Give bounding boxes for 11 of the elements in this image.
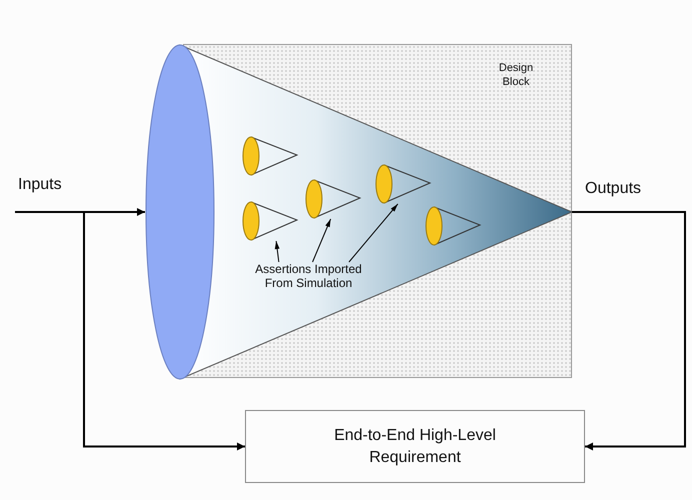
- arrow: [83, 212, 245, 450]
- annotation-text: Assertions Imported From Simulation: [241, 262, 376, 292]
- leader-line: [312, 218, 332, 262]
- leader-line: [274, 240, 280, 262]
- arrow: [15, 208, 145, 216]
- leader-line: [348, 204, 398, 262]
- arrow: [572, 211, 686, 450]
- block-title: Design Block: [498, 61, 534, 89]
- edge-label: Outputs: [583, 180, 644, 198]
- edge-label: Inputs: [16, 176, 64, 194]
- requirement-box: End-to-End High-Level Requirement: [245, 410, 585, 483]
